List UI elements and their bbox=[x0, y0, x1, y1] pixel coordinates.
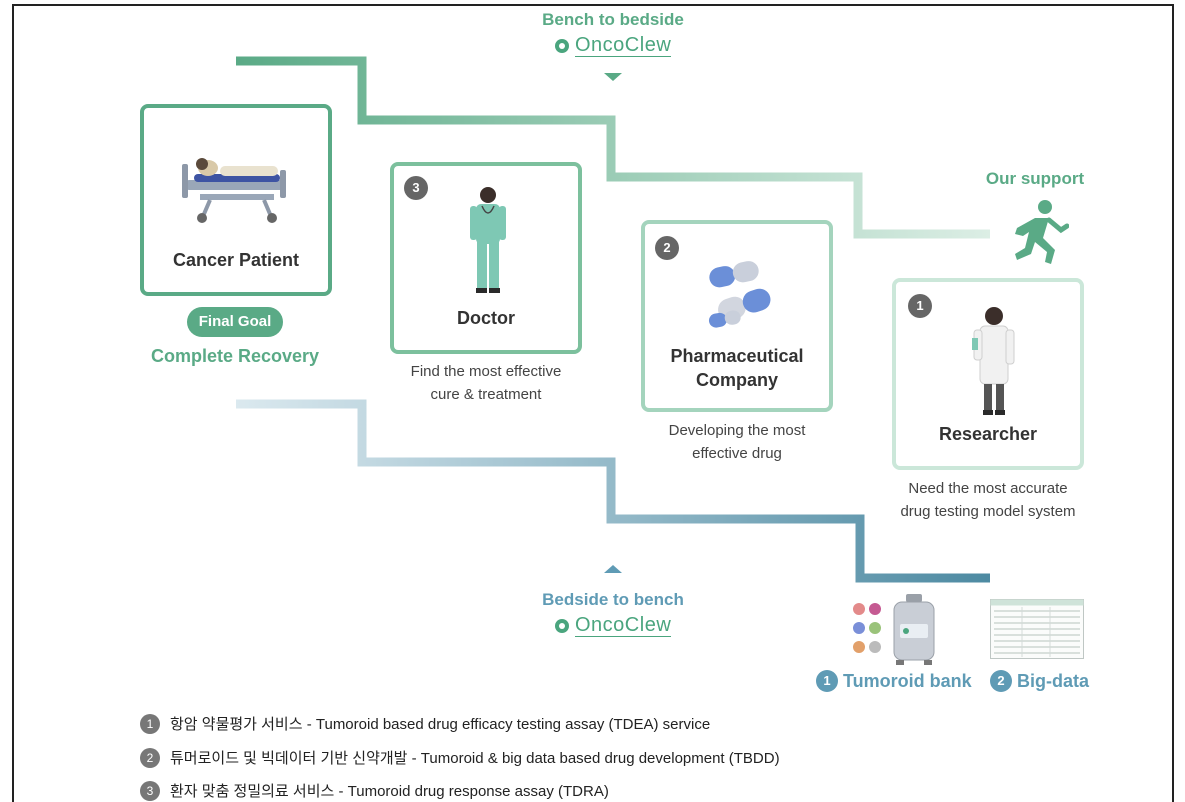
storage-tank-icon bbox=[893, 594, 935, 665]
footnote-3: 3 환자 맞춤 정밀의료 서비스 - Tumoroid drug respons… bbox=[140, 780, 609, 801]
doctor-caption: Find the most effective cure & treatment bbox=[390, 360, 582, 406]
up-arrow-icon bbox=[604, 565, 622, 573]
bedside-to-bench-line bbox=[236, 399, 990, 583]
logo-flower-icon bbox=[555, 38, 569, 53]
footnote-1: 1 항암 약물평가 서비스 - Tumoroid based drug effi… bbox=[140, 713, 710, 734]
footnote-2-number: 2 bbox=[140, 747, 160, 768]
pharma-title-line1: Pharmaceutical bbox=[670, 346, 804, 366]
our-support-label: Our support bbox=[985, 169, 1085, 188]
pharma-card: 2 Pharmaceutical Company bbox=[641, 220, 833, 412]
logo-flower-icon bbox=[555, 618, 569, 633]
doctor-card: 3 Doctor bbox=[390, 162, 582, 354]
big-data-text: Big-data bbox=[1017, 670, 1089, 691]
footnote-2: 2 튜머로이드 및 빅데이터 기반 신약개발 - Tumoroid & big … bbox=[140, 747, 780, 768]
capsule-icon bbox=[708, 261, 771, 328]
bench-to-bedside-title: Bench to bedside bbox=[542, 10, 684, 29]
pharma-number-badge: 2 bbox=[655, 236, 679, 260]
tumoroid-dots-icon bbox=[853, 603, 881, 653]
hospital-bed-icon bbox=[182, 158, 286, 223]
pharma-caption-line1: Developing the most bbox=[668, 422, 806, 439]
researcher-icon bbox=[972, 307, 1015, 415]
cancer-patient-card: Cancer Patient bbox=[140, 104, 332, 296]
cancer-patient-title: Cancer Patient bbox=[172, 250, 300, 270]
bedside-to-bench-title: Bedside to bench bbox=[542, 590, 684, 609]
doctor-number-badge: 3 bbox=[404, 176, 428, 200]
big-data-label: 2 Big-data bbox=[990, 670, 1089, 692]
researcher-number-badge: 1 bbox=[908, 294, 932, 318]
data-table-icon bbox=[990, 599, 1084, 659]
researcher-card: 1 Researcher bbox=[892, 278, 1084, 470]
big-data-number: 2 bbox=[990, 670, 1012, 692]
doctor-title: Doctor bbox=[457, 308, 515, 328]
running-person-icon bbox=[1015, 200, 1069, 264]
doctor-caption-line2: cure & treatment bbox=[430, 386, 542, 403]
researcher-caption: Need the most accurate drug testing mode… bbox=[880, 477, 1096, 523]
complete-recovery-label: Complete Recovery bbox=[150, 346, 320, 366]
logo-text: OncoClew bbox=[575, 34, 672, 57]
footnote-3-text: 환자 맞춤 정밀의료 서비스 - Tumoroid drug response … bbox=[170, 783, 609, 800]
tumoroid-bank-label: 1 Tumoroid bank bbox=[816, 670, 972, 692]
doctor-icon bbox=[470, 187, 506, 293]
footnote-1-text: 항암 약물평가 서비스 - Tumoroid based drug effica… bbox=[170, 716, 711, 733]
pharma-title: Pharmaceutical Company bbox=[645, 344, 829, 392]
pharma-caption: Developing the most effective drug bbox=[641, 419, 833, 465]
bench-to-bedside-line bbox=[236, 56, 990, 239]
down-arrow-icon bbox=[604, 73, 622, 81]
doctor-caption-line1: Find the most effective bbox=[410, 363, 562, 380]
logo-text: OncoClew bbox=[575, 614, 672, 637]
tumoroid-bank-number: 1 bbox=[816, 670, 838, 692]
researcher-title: Researcher bbox=[938, 424, 1038, 444]
final-goal-badge: Final Goal bbox=[187, 307, 283, 337]
oncoclew-logo-top: OncoClew bbox=[553, 34, 672, 57]
pharma-caption-line2: effective drug bbox=[692, 445, 782, 462]
researcher-caption-line2: drug testing model system bbox=[900, 503, 1076, 520]
footnote-2-text: 튜머로이드 및 빅데이터 기반 신약개발 - Tumoroid & big da… bbox=[170, 750, 780, 767]
footnote-1-number: 1 bbox=[140, 713, 160, 734]
footnote-3-number: 3 bbox=[140, 780, 160, 801]
pharma-title-line2: Company bbox=[695, 370, 778, 390]
oncoclew-logo-bottom: OncoClew bbox=[553, 614, 672, 637]
researcher-caption-line1: Need the most accurate bbox=[908, 480, 1068, 497]
tumoroid-bank-text: Tumoroid bank bbox=[843, 670, 972, 691]
